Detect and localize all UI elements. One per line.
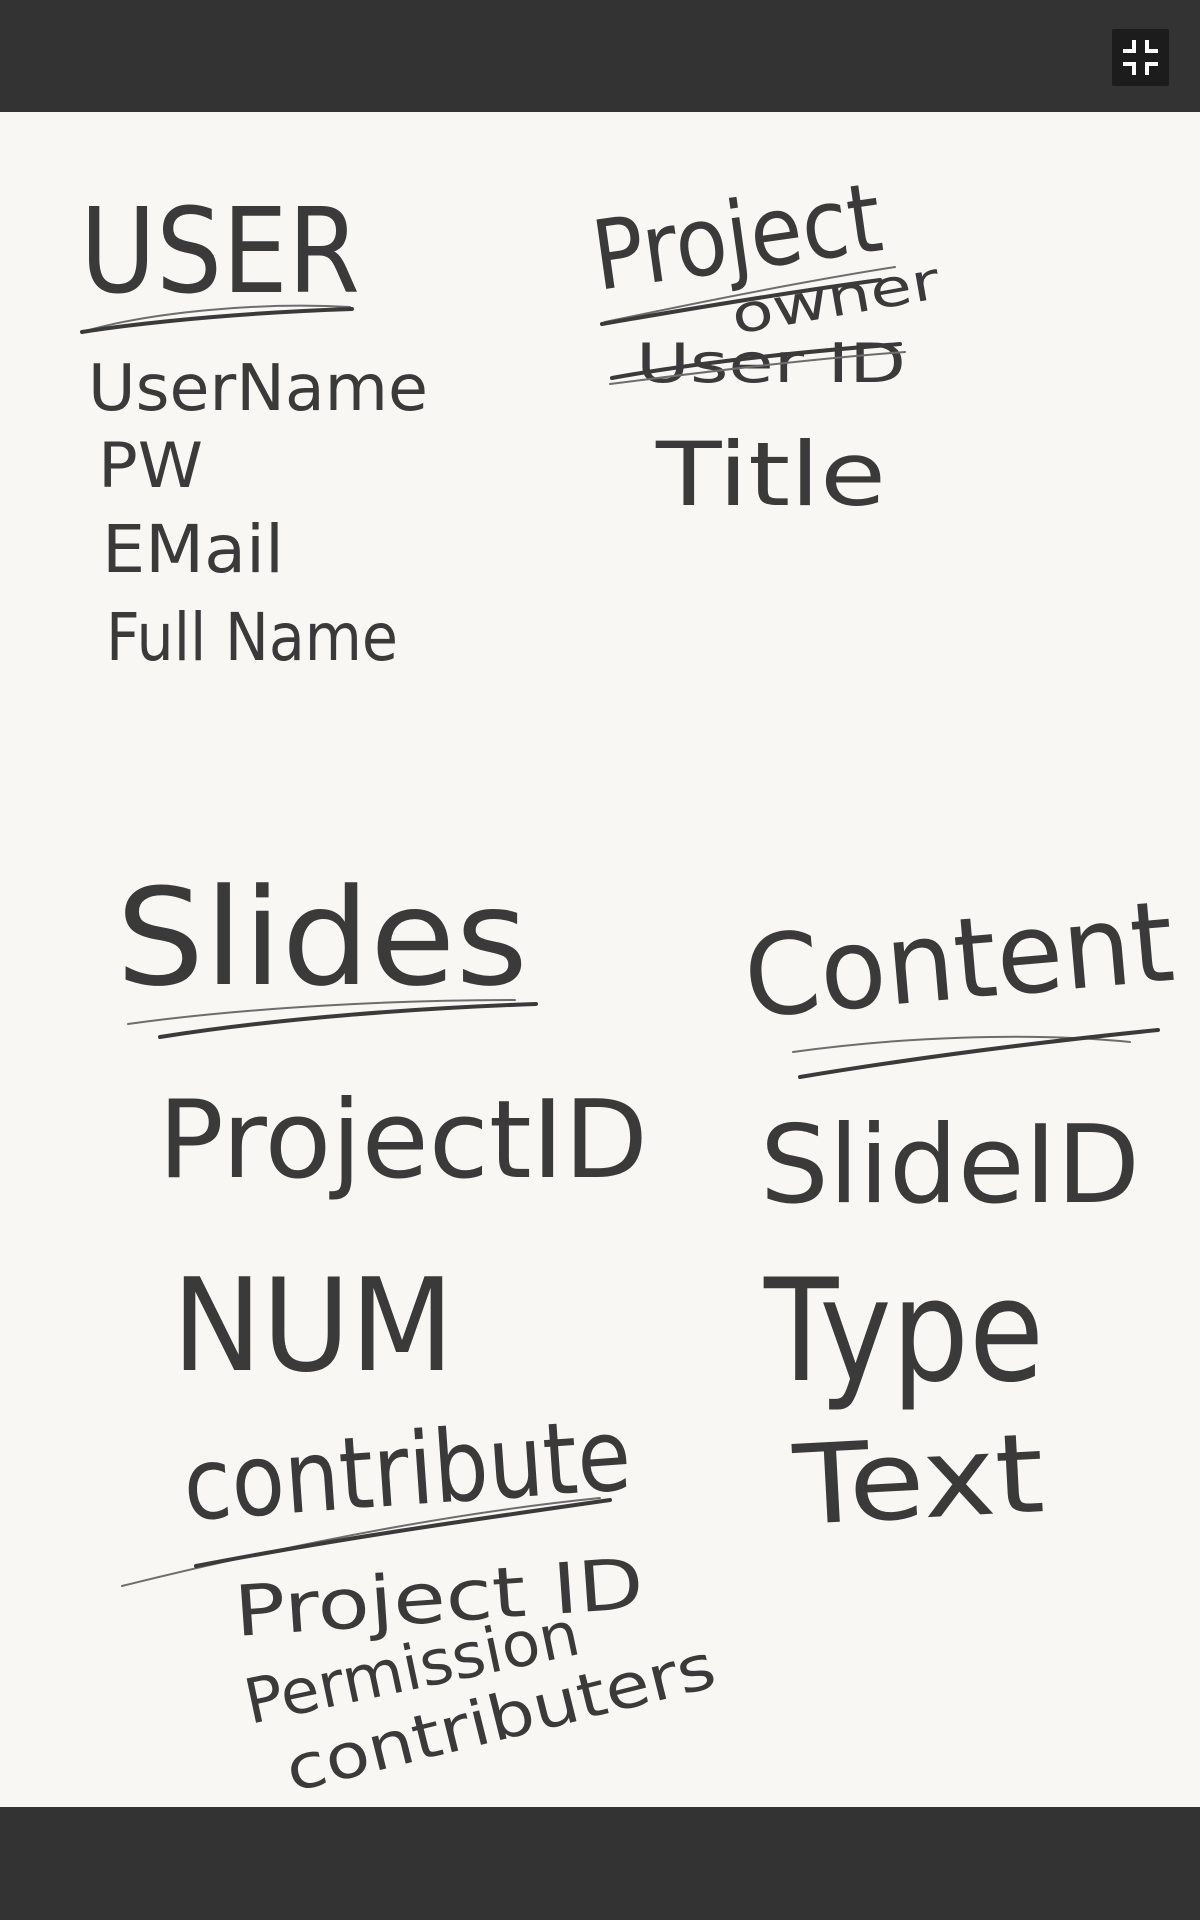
exit-fullscreen-icon: [1123, 40, 1158, 75]
slides-heading-underline-stroke: [158, 1002, 538, 1039]
handwritten-sketch: USER UserName PW EMail Full Name Project…: [80, 162, 1179, 1807]
bottom-bar: [0, 1807, 1200, 1920]
project-heading-underline-stroke: [600, 278, 882, 326]
content-heading-underline-stroke: [798, 1028, 1160, 1079]
user-field-username: UserName: [88, 352, 428, 426]
project-heading-underline: [604, 266, 896, 323]
user-heading-underline-stroke: [80, 307, 354, 334]
project-struck-field: User ID: [636, 332, 906, 395]
slides-entity: Slides ProjectID NUM contribute Project …: [116, 860, 723, 1807]
slides-heading: Slides: [116, 860, 528, 1016]
content-entity: Content SlideID Type Text: [739, 877, 1179, 1550]
slides-heading-underline: [127, 999, 516, 1025]
slides-field-num: NUM: [172, 1252, 454, 1401]
slides-contribute-strike-1: [121, 1497, 601, 1587]
content-heading: Content: [739, 877, 1179, 1044]
slides-struck-field: contribute: [180, 1396, 635, 1544]
drawing-canvas[interactable]: USER UserName PW EMail Full Name Project…: [0, 112, 1200, 1807]
user-heading: USER: [80, 182, 360, 320]
exit-fullscreen-button[interactable]: [1112, 29, 1169, 86]
slides-contribute-strike-2: [194, 1498, 612, 1568]
project-strikethrough-2: [609, 351, 906, 385]
content-field-slideid: SlideID: [760, 1103, 1140, 1228]
user-heading-underline: [81, 304, 351, 333]
content-field-text: Text: [790, 1409, 1047, 1550]
top-toolbar: [0, 0, 1200, 112]
slides-field-projectid: ProjectID: [158, 1078, 648, 1203]
content-field-type: Type: [763, 1249, 1044, 1414]
project-strikethrough: [610, 342, 902, 380]
user-field-email: EMail: [102, 511, 284, 588]
user-entity: USER UserName PW EMail Full Name: [80, 182, 428, 676]
user-field-fullname: Full Name: [106, 599, 398, 676]
project-field-title: Title: [655, 423, 886, 526]
project-entity: Project owner User ID Title: [586, 162, 945, 526]
user-field-pw: PW: [98, 429, 203, 502]
